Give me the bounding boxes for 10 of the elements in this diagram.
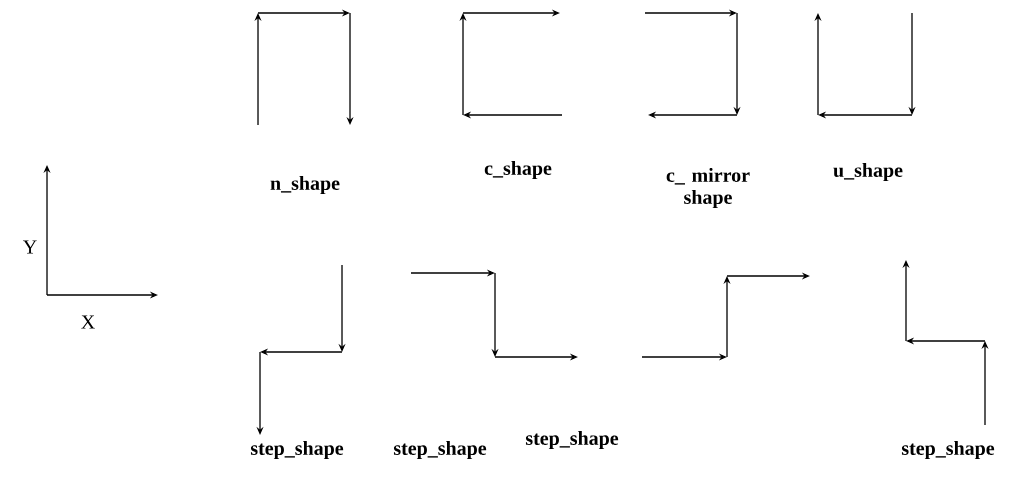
axis-label: Y (23, 240, 37, 254)
shape-label: c_ mirror shape (666, 167, 750, 209)
axis-label: X (81, 315, 95, 329)
shape-label: step_shape (250, 440, 344, 460)
shape-label: step_shape (901, 440, 995, 460)
shape-label: u_shape (833, 162, 903, 182)
shape-label: step_shape (393, 440, 487, 460)
shape-label: step_shape (525, 430, 619, 450)
shape-label: c_shape (484, 160, 552, 180)
shape-label: n_shape (270, 175, 340, 195)
